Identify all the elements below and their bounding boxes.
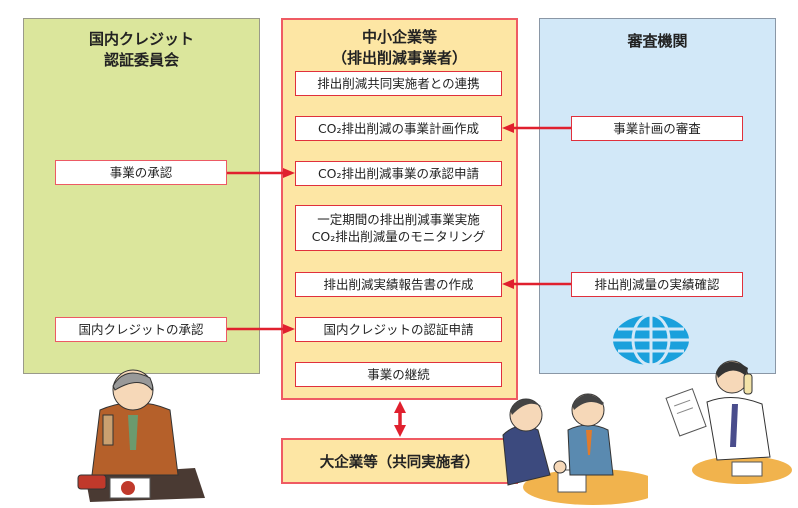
verification-body-panel: 審査機関	[539, 18, 776, 374]
project-continuation-box: 事業の継続	[295, 362, 502, 387]
reduction-verification-box: 排出削減量の実績確認	[571, 272, 743, 297]
bidirectional-arrow-sme-large-enterprise	[394, 401, 406, 437]
certification-application-box: 国内クレジットの認証申請	[295, 317, 502, 342]
credit-committee-panel: 国内クレジット 認証委員会	[23, 18, 260, 374]
implementation-monitoring-box: 一定期間の排出削減事業実施 CO₂排出削減量のモニタリング	[295, 205, 502, 251]
plan-review-box: 事業計画の審査	[571, 116, 743, 141]
business-meeting-illustration	[502, 393, 648, 505]
verification-body-title: 審査機関	[627, 32, 688, 50]
performance-report-box: 排出削減実績報告書の作成	[295, 272, 502, 297]
project-plan-creation-box: CO₂排出削減の事業計画作成	[295, 116, 502, 141]
large-enterprise-box: 大企業等（共同実施者）	[281, 438, 518, 484]
globe-icon	[613, 314, 689, 366]
credit-committee-title: 国内クレジット 認証委員会	[88, 30, 194, 69]
project-approval-box: 事業の承認	[55, 160, 227, 185]
joint-implementer-cooperation-box: 排出削減共同実施者との連携	[295, 71, 502, 96]
committee-member-stamping-illustration	[77, 369, 205, 502]
sme-title: 中小企業等 （排出削減事業者）	[331, 28, 467, 67]
verifier-on-phone-illustration	[665, 360, 792, 484]
approval-application-box: CO₂排出削減事業の承認申請	[295, 161, 502, 186]
credit-approval-box: 国内クレジットの承認	[55, 317, 227, 342]
